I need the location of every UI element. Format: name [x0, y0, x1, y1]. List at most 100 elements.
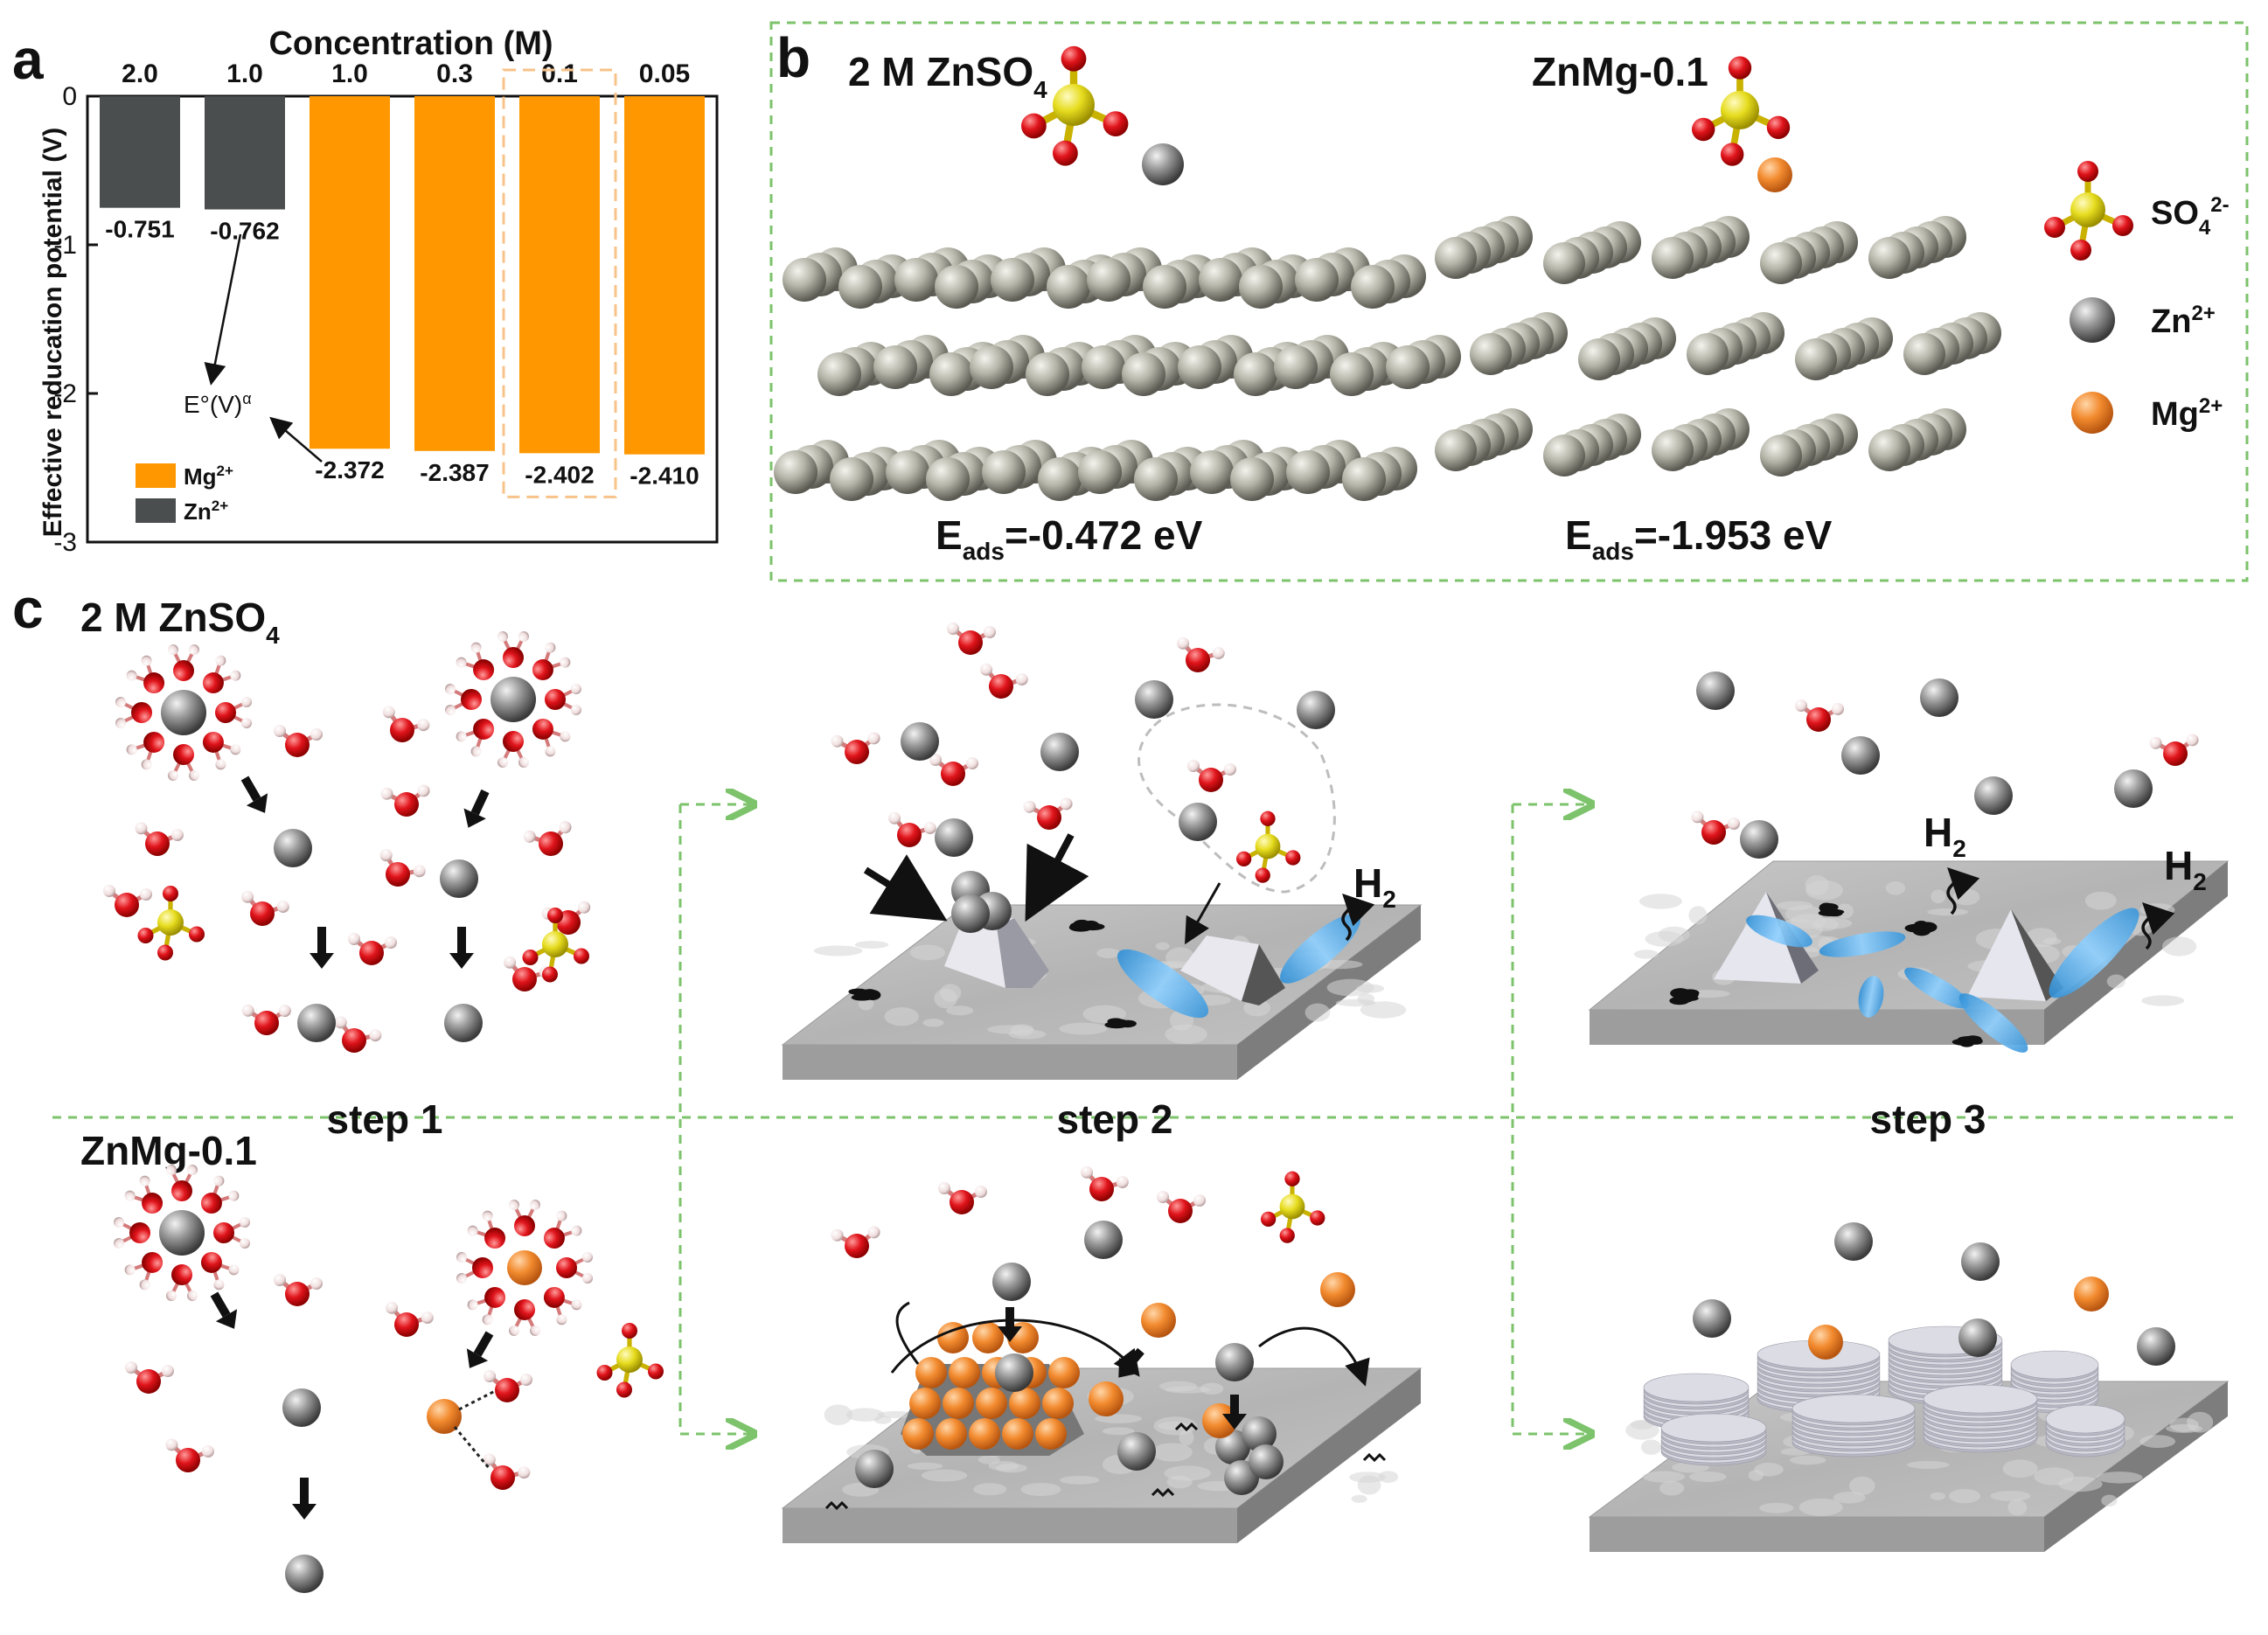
zn-ion: [1143, 265, 1186, 309]
legend-label-zn: Zn2+: [184, 497, 228, 525]
substrate-front: [783, 1045, 1237, 1080]
mg-ion: [1320, 1272, 1355, 1307]
surface-texture: [2043, 938, 2061, 945]
surface-texture: [2140, 1435, 2176, 1448]
panel-b-right-title: ZnMg-0.1: [1532, 49, 1708, 94]
hydrogen-atom: [518, 757, 529, 768]
water-molecule: [215, 697, 252, 728]
oxygen-atom: [514, 1215, 535, 1236]
oxygen-atom: [503, 647, 524, 668]
migration-arrow: [204, 1288, 245, 1335]
water-molecule: [938, 1182, 987, 1214]
tip-effect-arrow: [866, 870, 936, 914]
water-molecule: [122, 1173, 170, 1221]
water-molecule: [213, 1217, 250, 1249]
zn-ion: [929, 352, 973, 396]
surface-texture: [1360, 1001, 1407, 1018]
surface-texture: [1990, 1491, 2030, 1501]
zn-ion: [1026, 352, 1069, 396]
sulfate-molecule: [597, 1323, 664, 1398]
mg-ion: [976, 1388, 1007, 1419]
oxygen-atom: [528, 714, 558, 744]
y-tick-label: -1: [53, 231, 77, 260]
zn-ion: [1087, 258, 1131, 302]
water-molecule: [125, 1361, 174, 1394]
hydrogen-atom: [454, 729, 469, 744]
hydrogen-atom: [274, 1274, 286, 1286]
hydrogen-atom: [140, 888, 152, 901]
surface-texture: [1165, 1025, 1207, 1044]
surface-texture: [1659, 1481, 1684, 1496]
byproduct-fleck: [1918, 922, 1937, 933]
water-molecule: [237, 890, 291, 930]
hydrogen-atom: [201, 1444, 214, 1458]
surface-texture: [2097, 1472, 2143, 1483]
zn-slab-alloy: [1435, 216, 2001, 477]
bar-value-label: -2.410: [630, 463, 699, 490]
surface-texture: [1927, 908, 1968, 915]
migration-arrow: [234, 772, 275, 819]
water-molecule: [1076, 1165, 1131, 1206]
hydrogen-atom: [348, 933, 360, 945]
oxygen-atom: [488, 1463, 518, 1492]
oxygen-atom: [1261, 1212, 1276, 1227]
sulfur-atom: [1721, 91, 1759, 129]
zn-ion: [285, 1555, 324, 1593]
oxygen-atom: [1236, 852, 1251, 866]
surface-texture: [1931, 1492, 1946, 1500]
hydrogen-atom: [228, 742, 243, 757]
oxygen-atom: [137, 1188, 167, 1218]
hydrogen-atom: [543, 744, 558, 759]
surface-texture: [1931, 889, 1945, 903]
oxygen-atom: [138, 928, 154, 943]
oxygen-atom: [597, 1365, 613, 1381]
hydrogen-atom: [456, 1273, 467, 1284]
surface-texture: [1759, 1503, 1793, 1513]
oxygen-atom: [129, 1222, 150, 1243]
zn-slab-pure: [774, 247, 1461, 501]
water-molecule: [536, 1279, 584, 1327]
hydrogen-atom: [522, 829, 538, 845]
zn-ion: [161, 690, 206, 735]
zn-ion: [1760, 242, 1802, 284]
surface-texture: [1641, 1440, 1661, 1455]
oxygen-atom: [514, 1299, 535, 1320]
oxygen-atom: [171, 1264, 192, 1285]
panel-b-frame: [771, 23, 2247, 581]
hydrogen-atom: [226, 1263, 241, 1277]
surface-texture: [1799, 1499, 1843, 1516]
y-tick-label: -2: [53, 379, 77, 408]
surface-texture: [1949, 1489, 1980, 1503]
surface-texture: [1096, 949, 1120, 958]
sulfur-atom: [1280, 1194, 1305, 1220]
oxygen-atom: [2112, 215, 2133, 236]
zn-ion: [1961, 1242, 2000, 1281]
oxygen-atom: [528, 655, 558, 685]
surface-texture: [1021, 1483, 1061, 1496]
zn-ion: [274, 829, 312, 867]
zn-ion: [1084, 1221, 1123, 1259]
hydrogen-atom: [189, 644, 199, 655]
zn-ion: [1841, 736, 1880, 775]
hydrogen-atom: [1187, 760, 1200, 772]
hydrogen-atom: [469, 744, 484, 759]
oxygen-atom: [472, 1257, 493, 1278]
water-molecule: [2148, 729, 2202, 769]
oxygen-atom: [285, 733, 310, 757]
arrow-head: [292, 1504, 317, 1520]
zn-ion: [894, 258, 938, 302]
legend-zn-icon: [2070, 297, 2115, 343]
water-molecule: [556, 1252, 593, 1284]
zn-ion: [1178, 345, 1221, 389]
substrate-front: [783, 1508, 1237, 1543]
surface-texture: [2107, 975, 2125, 989]
sulfur-atom: [542, 931, 568, 957]
oxygen-atom: [359, 941, 384, 965]
hydrogen-atom: [274, 725, 286, 737]
arrow-shaft: [1005, 1307, 1014, 1326]
hydrogen-atom: [241, 718, 252, 728]
arrow-shaft: [474, 1332, 494, 1357]
arrow-shaft: [241, 776, 261, 802]
water-molecule: [509, 1299, 540, 1336]
